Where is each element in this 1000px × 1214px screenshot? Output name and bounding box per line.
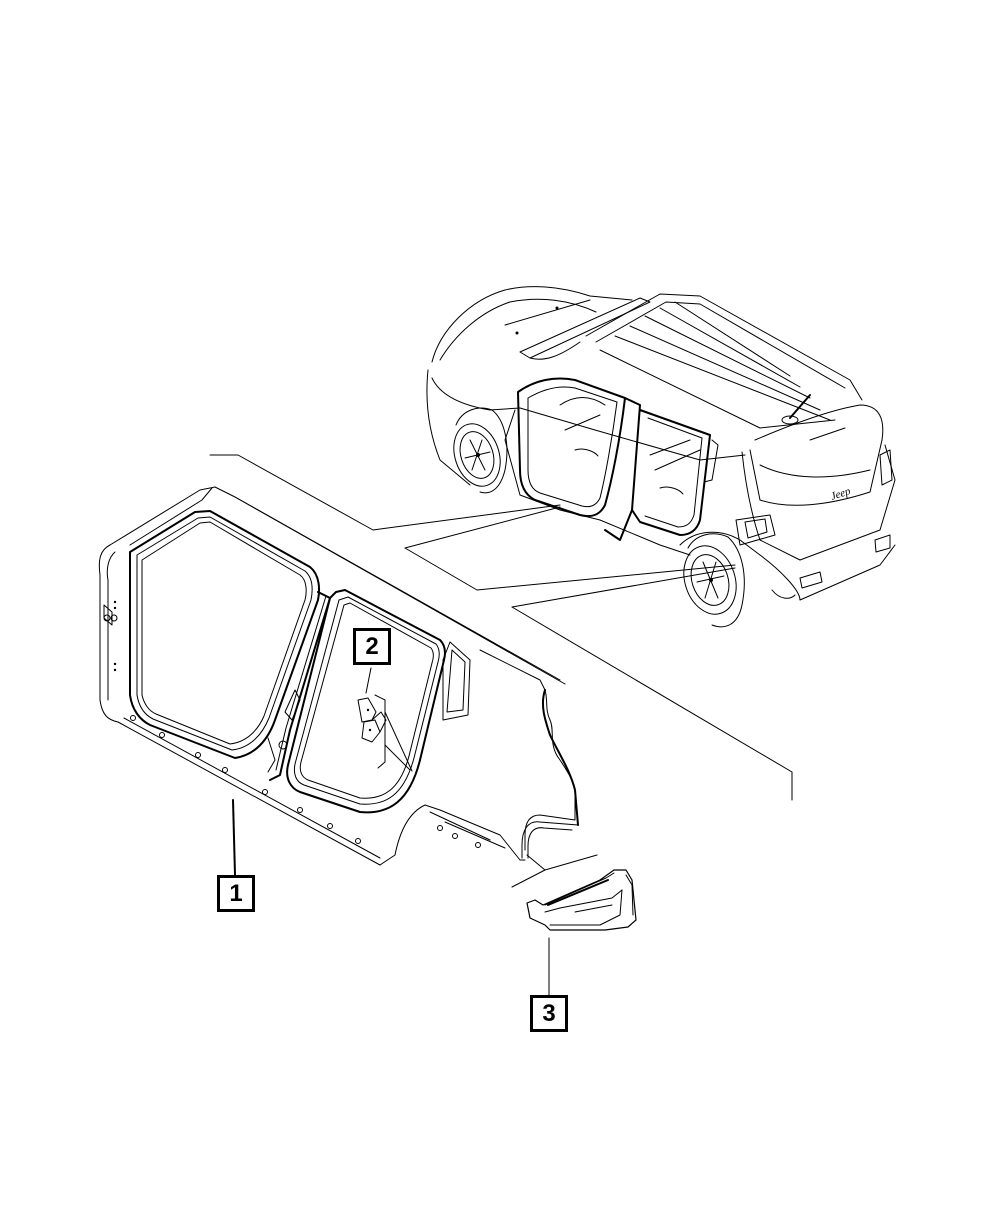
callout-3-number: 3 (542, 999, 556, 1027)
callout-2[interactable]: 2 (353, 628, 391, 665)
side-aperture-panel (98, 486, 579, 866)
callout-2-number: 2 (365, 632, 379, 660)
wheelhouse-extension-part (526, 869, 637, 931)
callout-1[interactable]: 1 (217, 875, 255, 912)
callout-leaders (232, 667, 550, 996)
leader-lines (209, 454, 793, 888)
vehicle-illustration: Jeep (426, 286, 896, 628)
callout-3[interactable]: 3 (530, 995, 568, 1032)
callout-1-number: 1 (229, 879, 243, 907)
svg-text:Jeep: Jeep (829, 485, 852, 503)
